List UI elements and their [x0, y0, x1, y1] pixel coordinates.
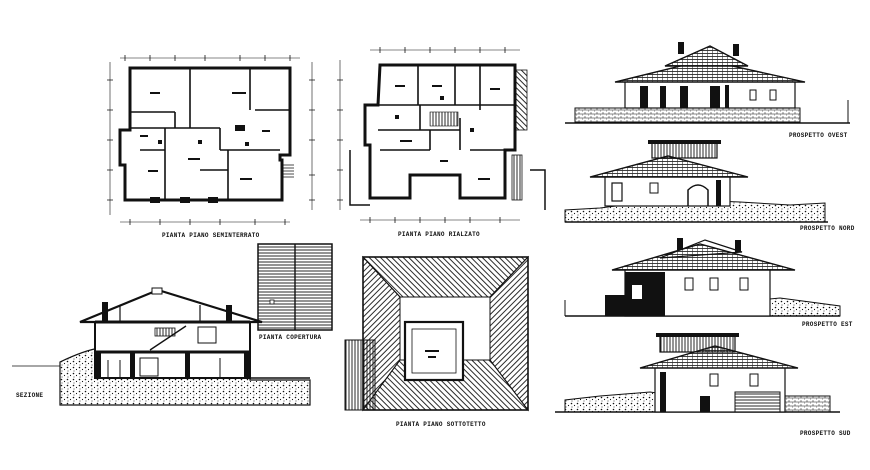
plan-basement-drawing — [107, 55, 315, 225]
elevation-east-drawing — [564, 238, 841, 317]
elevation-north-drawing — [564, 140, 828, 223]
elevation-south-drawing — [555, 333, 840, 413]
caption-plan-attic: PIANTA PIANO SOTTOTETTO — [396, 421, 486, 428]
caption-elevation-east: PROSPETTO EST — [802, 321, 853, 328]
elevation-west-drawing — [565, 42, 850, 124]
caption-elevation-north: PROSPETTO NORD — [800, 225, 855, 232]
caption-elevation-west: PROSPETTO OVEST — [789, 132, 848, 139]
plan-ground-drawing — [337, 47, 546, 223]
plan-attic-drawing — [344, 255, 530, 412]
caption-plan-ground: PIANTA PIANO RIALZATO — [398, 231, 480, 238]
section-drawing — [12, 287, 311, 406]
caption-elevation-south: PROSPETTO SUD — [800, 430, 851, 437]
plan-roof-drawing — [257, 243, 333, 331]
caption-section: SEZIONE — [16, 392, 44, 399]
caption-plan-basement: PIANTA PIANO SEMINTERRATO — [162, 232, 260, 239]
caption-plan-roof: PIANTA COPERTURA — [259, 334, 322, 341]
